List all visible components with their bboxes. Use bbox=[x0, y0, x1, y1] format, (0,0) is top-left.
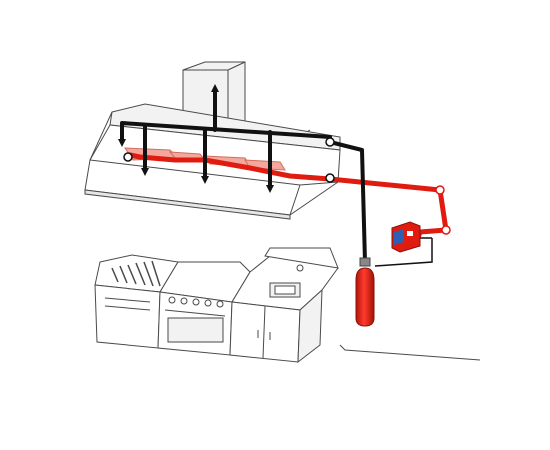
detection-line bbox=[127, 152, 449, 241]
griddle bbox=[94, 254, 179, 349]
exhaust-hood bbox=[84, 103, 341, 220]
pipe-arrowheads bbox=[118, 84, 274, 193]
detection-line-pulleys bbox=[435, 185, 451, 235]
agent-cylinder bbox=[355, 257, 375, 327]
pipe-fittings bbox=[123, 137, 335, 183]
range-oven bbox=[157, 261, 251, 356]
fryer-cabinet bbox=[229, 247, 339, 364]
control-panel bbox=[374, 221, 433, 267]
